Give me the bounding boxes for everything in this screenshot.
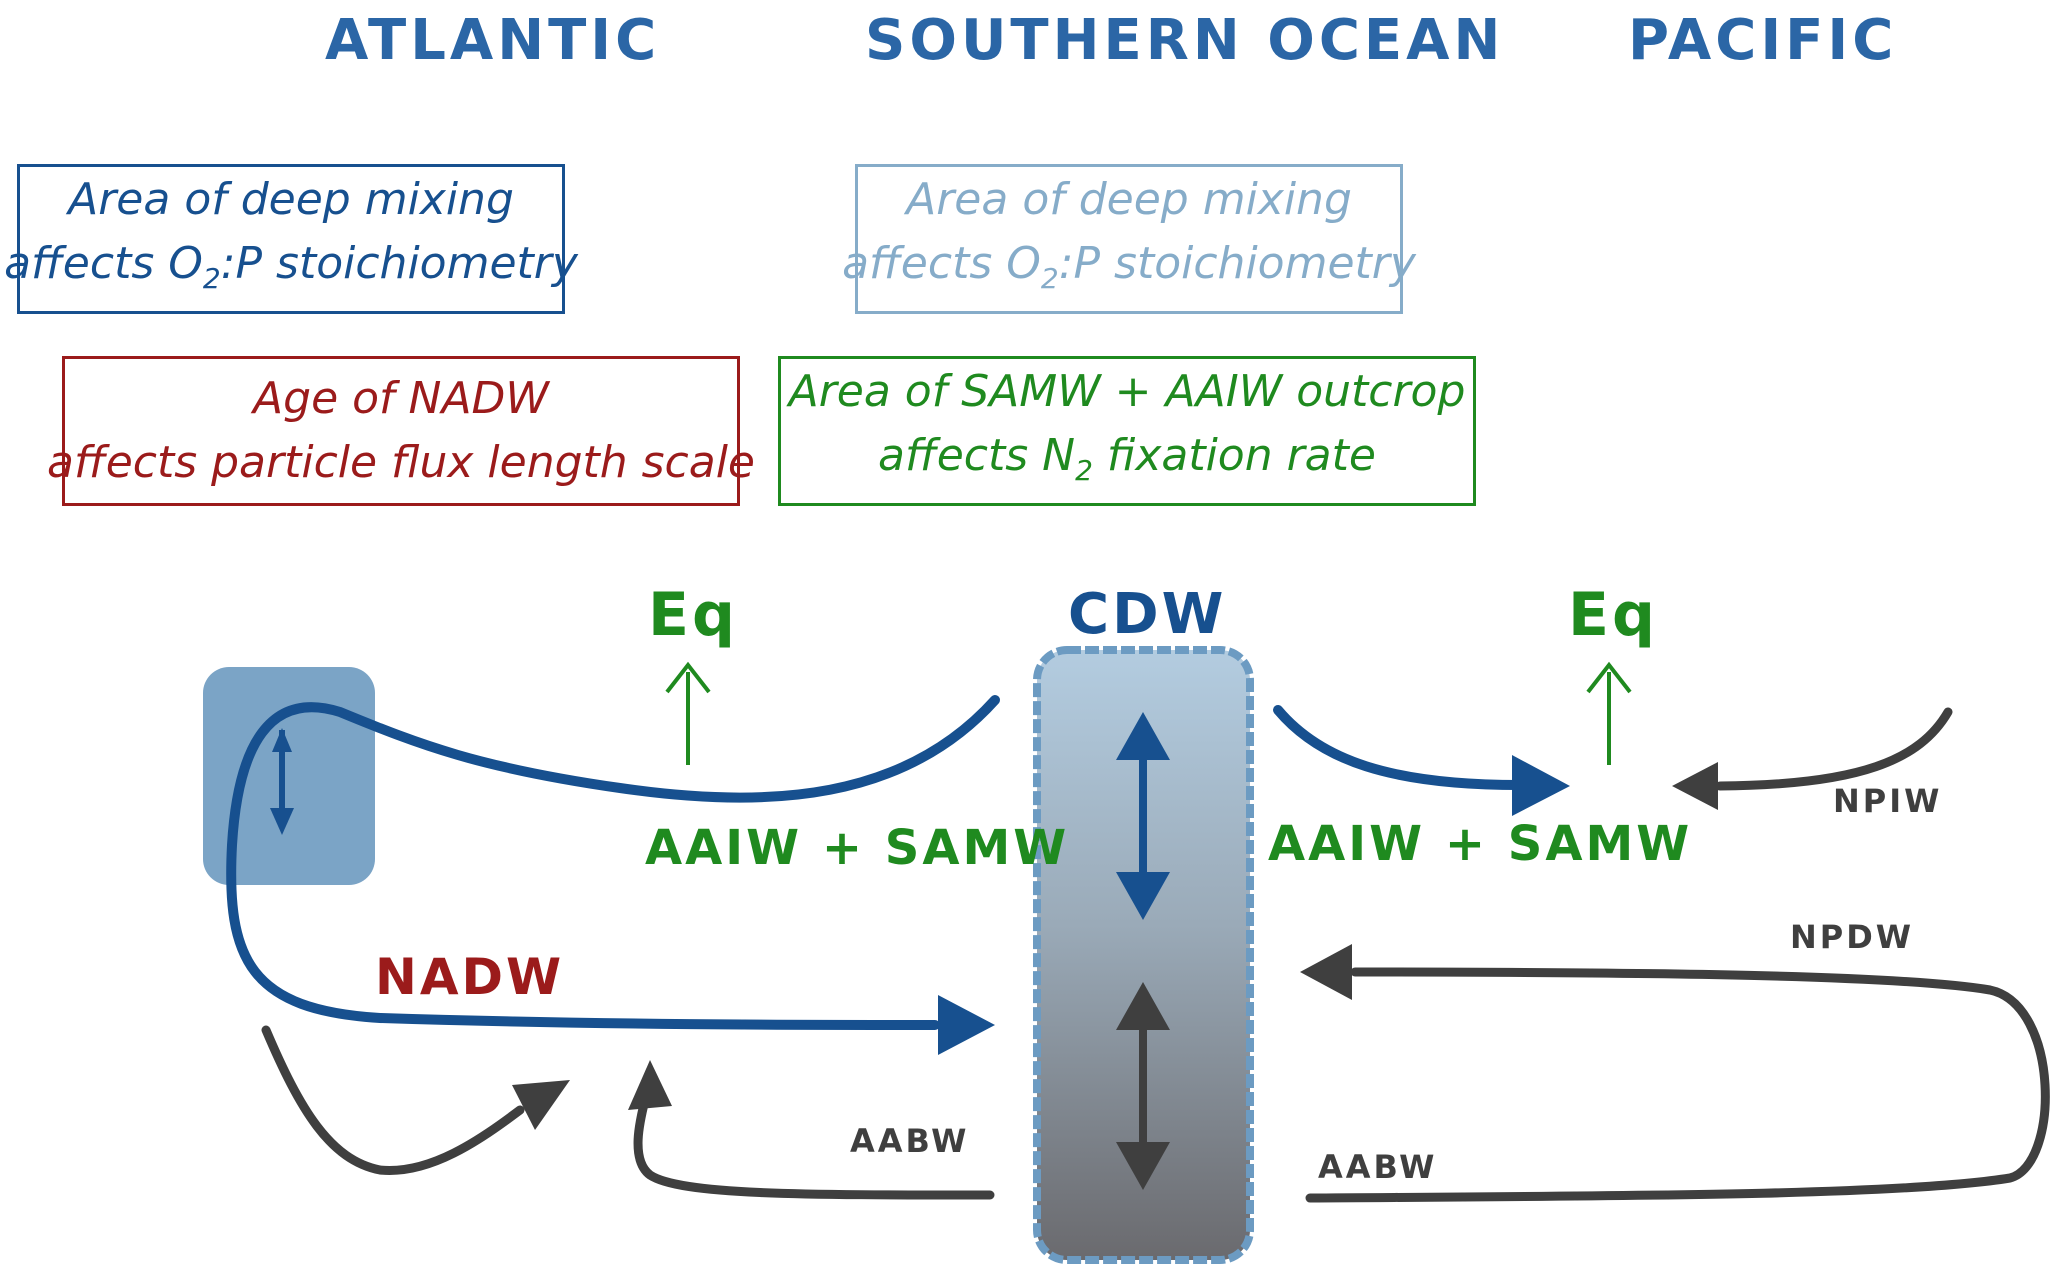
nadw-label: NADW xyxy=(375,948,565,1006)
pacific-aaiw-path xyxy=(1273,705,1525,790)
southern-deep-mixing-line2: affects O2:P stoichiometry xyxy=(842,237,1416,295)
region-title-southern-ocean: SOUTHERN OCEAN xyxy=(865,8,1505,73)
atlantic-aabw-arrowhead xyxy=(628,1060,672,1110)
aabw-left-label: AABW xyxy=(850,1122,970,1160)
atlantic-overturning-path xyxy=(226,695,1000,1030)
atlantic-deep-mixing-box: Area of deep mixing affects O2:P stoichi… xyxy=(4,164,578,314)
cdw-lower-arrowhead-top xyxy=(1116,982,1170,1030)
region-title-atlantic: ATLANTIC xyxy=(325,8,661,73)
aaiw-samw-left-label: AAIW + SAMW xyxy=(645,820,1070,876)
southern-deep-mixing-box: Area of deep mixing affects O2:P stoichi… xyxy=(842,164,1416,314)
atlantic-bottom-curve-arrowhead xyxy=(512,1080,570,1130)
nadw-age-line2: affects particle flux length scale xyxy=(46,437,756,488)
npiw-arrowhead xyxy=(1672,762,1718,810)
atlantic-aabw-path xyxy=(633,1095,995,1200)
atlantic-mixing-patch xyxy=(203,667,375,885)
samw-outcrop-line1: Area of SAMW + AAIW outcrop xyxy=(788,365,1466,417)
pacific-deep-loop-path xyxy=(1305,967,2050,1203)
atlantic-mixing-arrowhead-up xyxy=(272,728,292,752)
eq-left-label: Eq xyxy=(648,580,738,650)
southern-deep-mixing-line1: Area of deep mixing xyxy=(906,173,1352,225)
cdw-label: CDW xyxy=(1068,582,1227,647)
cdw-lower-arrowhead-bottom xyxy=(1116,1142,1170,1190)
cdw-upper-arrowhead-top xyxy=(1116,712,1170,760)
npiw-path xyxy=(1715,707,1953,791)
samw-outcrop-line2: affects N2 fixation rate xyxy=(878,429,1376,487)
region-title-pacific: PACIFIC xyxy=(1628,8,1898,73)
atlantic-mixing-arrowhead-down xyxy=(270,808,294,835)
nadw-age-box: Age of NADW affects particle flux length… xyxy=(47,356,755,506)
aaiw-samw-right-label: AAIW + SAMW xyxy=(1268,816,1693,872)
npiw-label: NPIW xyxy=(1833,782,1943,820)
eq-left-arrowhead xyxy=(665,661,711,694)
cdw-column xyxy=(1033,646,1254,1264)
atlantic-bottom-curve-path xyxy=(261,1025,525,1175)
pacific-aaiw-arrowhead xyxy=(1512,755,1570,816)
nadw-age-line1: Age of NADW xyxy=(253,373,549,424)
atlantic-deep-mixing-line1: Area of deep mixing xyxy=(68,173,514,225)
eq-right-label: Eq xyxy=(1568,580,1658,650)
aabw-right-label: AABW xyxy=(1318,1148,1438,1186)
cdw-upper-arrowhead-bottom xyxy=(1116,872,1170,920)
npdw-label: NPDW xyxy=(1790,918,1915,956)
samw-outcrop-box: Area of SAMW + AAIW outcrop affects N2 f… xyxy=(778,356,1476,506)
nadw-arrowhead xyxy=(938,995,995,1055)
eq-right-arrowhead xyxy=(1586,661,1632,694)
atlantic-deep-mixing-line2: affects O2:P stoichiometry xyxy=(4,237,578,295)
npdw-arrowhead xyxy=(1300,944,1352,1000)
